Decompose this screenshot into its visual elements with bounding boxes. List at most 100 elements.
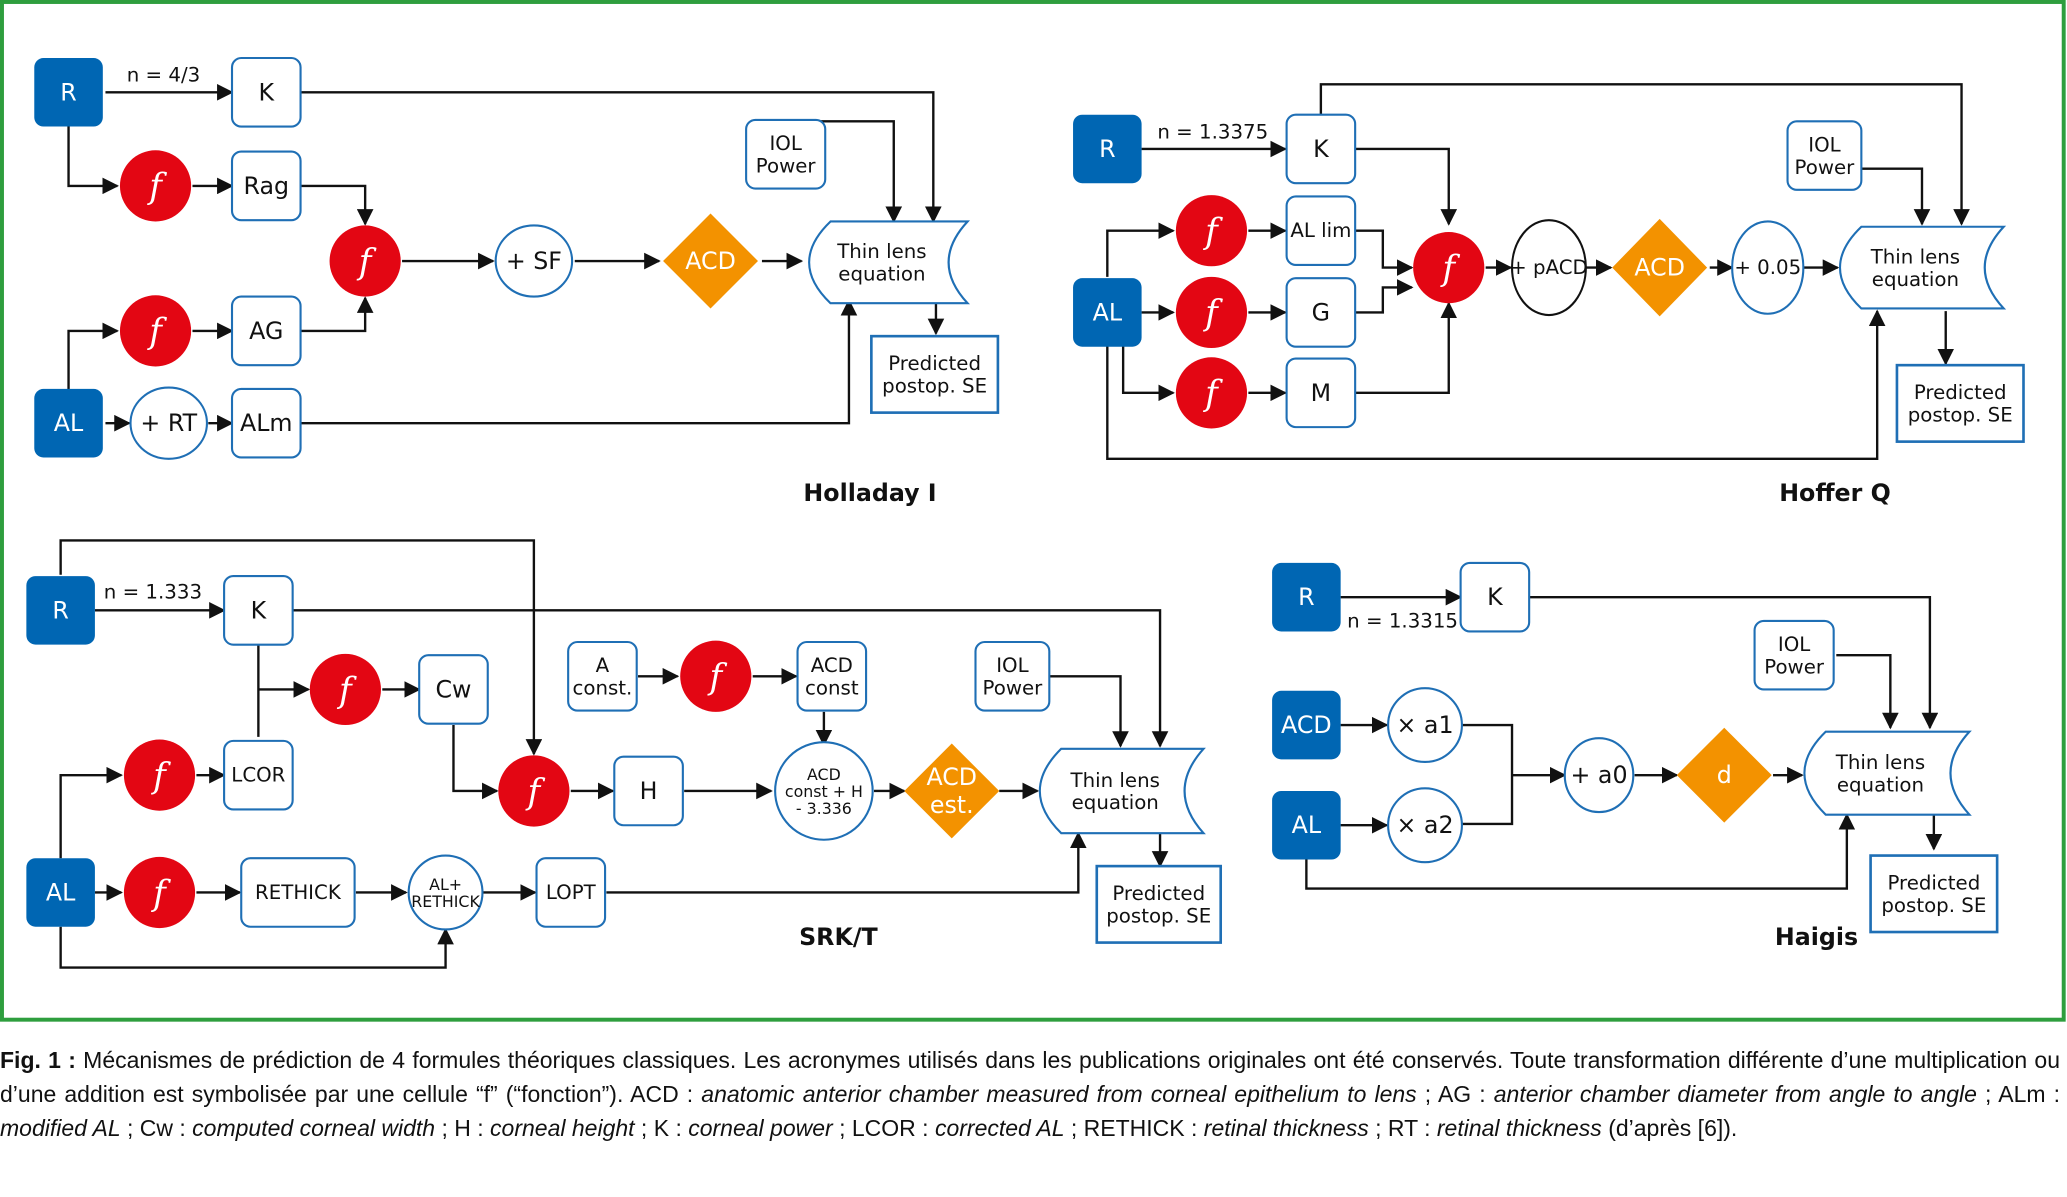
box-Cw-shape (418, 654, 489, 725)
refractive-index-label: n = 1.3315 (1347, 610, 1458, 633)
connector-arrow (67, 125, 119, 195)
function-circle (498, 755, 570, 827)
caption-definition: anatomic anterior chamber measured from … (701, 1081, 1417, 1107)
box-A-const-label-line: const. (573, 676, 633, 699)
connector-arrow (1355, 147, 1458, 226)
caption-definition: corneal power (688, 1115, 833, 1141)
caption-text: ; ALm : (1976, 1081, 2060, 1107)
diamond-ACD-shape (663, 213, 758, 309)
input-AL-label: AL (1093, 298, 1123, 326)
op-AL-plus-RETHICK-label: AL+RETHICK (411, 874, 480, 910)
caption-definition: modified AL (0, 1115, 121, 1141)
input-AL-label: AL (46, 878, 76, 906)
connector-arrow (300, 296, 374, 333)
caption-text: Mécanismes de prédiction de 4 formules t… (0, 1047, 2060, 1107)
box-M-label: M (1311, 379, 1331, 407)
op-plus-005: + 0.05 (1731, 220, 1805, 315)
input-R-label: R (1298, 583, 1314, 611)
box-K: K (230, 56, 302, 128)
box-M-shape (1285, 357, 1357, 429)
op-times-a2-label: × a2 (1396, 811, 1453, 839)
op-ACD-const-H-label-line: const + H (785, 781, 863, 800)
input-R-label: R (52, 596, 68, 624)
thin-lens-equation-label-line: equation (838, 262, 925, 285)
connector-arrow (819, 120, 903, 224)
connector-arrow (59, 926, 454, 969)
box-Rag-shape (230, 150, 302, 222)
input-R: R (1073, 114, 1142, 184)
op-AL-plus-RETHICK-label-line: AL+ (429, 874, 462, 893)
diamond-ACD-label: ACD (685, 247, 736, 275)
op-times-a2: × a2 (1387, 787, 1463, 864)
diamond-ACD-shape (1612, 218, 1708, 317)
box-K-shape (1459, 561, 1531, 633)
predicted-postop-SE-shape (1869, 854, 1999, 934)
box-K: K (223, 575, 294, 646)
op-plus-pACD-shape (1510, 219, 1587, 317)
connector-arrow (1106, 309, 1886, 460)
refractive-index-label: n = 1.333 (104, 580, 202, 603)
box-IOL-power-shape (1786, 120, 1863, 191)
function-circle (119, 150, 192, 222)
box-AL-lim: AL lim (1285, 195, 1357, 267)
function-circle (680, 640, 752, 712)
box-K-shape (223, 575, 294, 646)
op-plus-005-shape (1731, 220, 1805, 315)
box-ALm: ALm (230, 387, 302, 459)
diamond-d-label: d (1717, 761, 1732, 789)
thin-lens-equation-label-line: Thin lens (1870, 245, 1960, 268)
box-IOL-power-label-line: IOL (1778, 632, 1810, 655)
op-plus-pACD-label: + pACD (1510, 256, 1588, 279)
box-A-const-shape (567, 640, 638, 712)
connector-arrow (1460, 723, 1514, 826)
function-circle (123, 739, 196, 811)
input-R-label: R (60, 78, 76, 106)
box-K: K (1459, 561, 1531, 633)
op-times-a2-shape (1387, 787, 1463, 864)
box-IOL-power-label-line: Power (1795, 155, 1856, 178)
function-node: f (1175, 195, 1248, 267)
connector-arrow (292, 609, 1169, 748)
box-G-shape (1285, 277, 1357, 348)
connector-arrow (1529, 595, 1939, 730)
diagram-title-holladay: Holladay I (803, 479, 936, 507)
op-plus-005-label: + 0.05 (1734, 256, 1801, 279)
box-H-shape (613, 755, 684, 827)
op-times-a1-shape (1387, 687, 1463, 764)
box-Cw-label: Cw (435, 675, 471, 703)
thin-lens-equation-label-line: Thin lens (836, 240, 926, 263)
predicted-postop-SE-label-line: postop. SE (1881, 894, 1986, 917)
box-AG-label: AG (249, 317, 283, 345)
op-ACD-const-H-shape (774, 741, 874, 841)
connector-arrow (1319, 83, 1970, 226)
connector-arrow (1305, 813, 1856, 890)
op-AL-plus-RETHICK-label-line: RETHICK (411, 892, 480, 911)
connector-arrow (606, 831, 1087, 894)
input-R: R (26, 576, 95, 645)
op-plus-a0-shape (1563, 737, 1635, 814)
diamond-ACD-est-shape (904, 743, 1000, 839)
thin-lens-equation-shape (1803, 730, 1972, 816)
caption-text: ; H : (435, 1115, 491, 1141)
input-ACD: ACD (1272, 690, 1341, 760)
input-AL: AL (34, 388, 103, 458)
box-LCOR-shape (223, 739, 294, 811)
box-IOL-power-label-line: Power (756, 154, 817, 177)
op-plus-a0-label: + a0 (1571, 761, 1628, 789)
caption-label: Fig. 1 : (0, 1047, 76, 1073)
box-ALm-label: ALm (240, 409, 293, 437)
box-AL-lim-label: AL lim (1290, 219, 1351, 242)
thin-lens-equation-shape (1839, 225, 2007, 310)
box-LOPT-label: LOPT (546, 881, 597, 904)
connector-arrow (59, 766, 123, 859)
